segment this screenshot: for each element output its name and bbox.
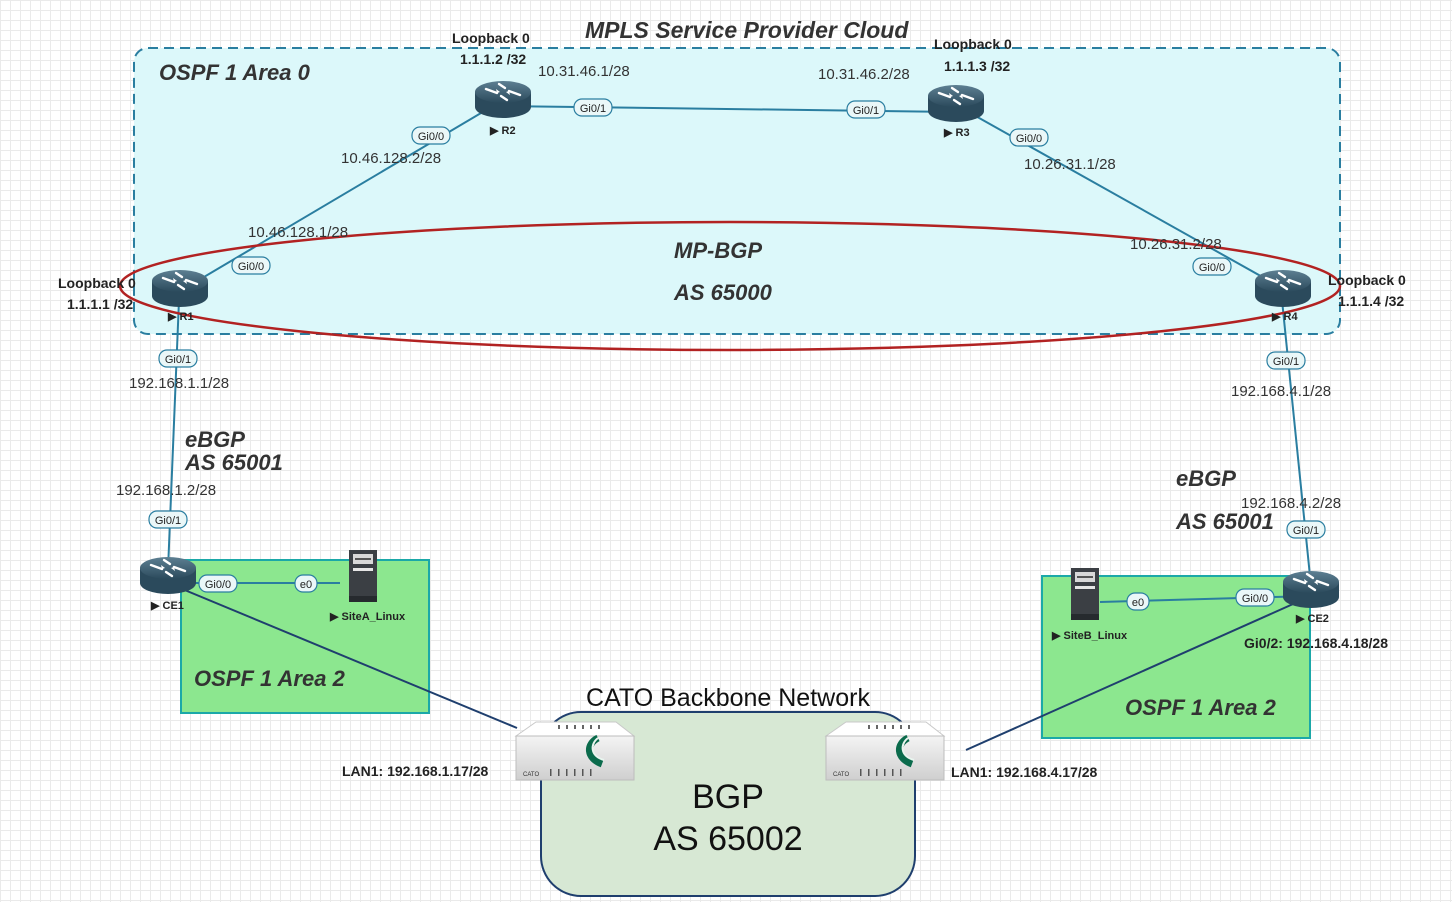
ebgp-left-label: eBGP [185,427,245,452]
ebgp-left-as: AS 65001 [184,450,283,475]
ip-r3-gi01: 10.31.46.2/28 [818,66,910,83]
port-r2-gi00: Gi0/0 [418,131,444,143]
link-ce1-cato [174,585,518,729]
site-b-area-label: OSPF 1 Area 2 [1125,695,1277,720]
cato-bgp-label: BGP [692,778,764,816]
port-ce1-gi01: Gi0/1 [155,515,181,527]
link-r1-ce1 [167,299,180,571]
mpls-cloud-title: MPLS Service Provider Cloud [585,17,909,43]
mpbgp-label: MP-BGP [674,238,762,263]
ip-ce1-gi01: 192.168.1.2/28 [116,482,216,499]
cato-as-label: AS 65002 [653,820,802,858]
ip-r4-gi00: 10.26.31.2/28 [1130,236,1222,253]
port-ce1-gi00: Gi0/0 [205,579,231,591]
router-r1[interactable] [150,268,210,309]
link-ce2-cato [965,595,1312,751]
area0-label: OSPF 1 Area 0 [159,60,311,85]
router-r3[interactable] [926,83,986,124]
sitea-linux-name: ▶ SiteA_Linux [329,611,406,623]
port-r2-gi01: Gi0/1 [580,103,606,115]
port-r4-gi00: Gi0/0 [1199,262,1225,274]
ip-r1-gi00: 10.46.128.1/28 [248,224,348,241]
ebgp-right-label: eBGP [1176,466,1236,491]
r4-name: ▶ R4 [1271,311,1298,323]
ip-r3-gi00: 10.26.31.1/28 [1024,156,1116,173]
cato-brand-b: CATO [833,772,849,778]
port-r4-gi01: Gi0/1 [1273,356,1299,368]
ip-r2-gi01: 10.31.46.1/28 [538,63,630,80]
ip-cato-lan-a: LAN1: 192.168.1.17/28 [342,763,489,779]
ebgp-right-as: AS 65001 [1175,509,1274,534]
port-badges [148,98,1326,611]
cato-brand-a: CATO [523,772,539,778]
mpls-cloud-region [133,47,1341,335]
server-siteb-linux[interactable] [1071,568,1099,620]
r2-loopback-ip: 1.1.1.2 /32 [460,51,526,67]
port-ce2-gi00: Gi0/0 [1242,593,1268,605]
ip-ce2-gi02: Gi0/2: 192.168.4.18/28 [1244,635,1388,651]
r1-loopback-ip: 1.1.1.1 /32 [67,296,133,312]
r2-loopback: Loopback 0 [452,30,530,46]
r2-name: ▶ R2 [489,125,516,137]
cato-backbone-title: CATO Backbone Network [586,684,870,712]
port-r1-gi01: Gi0/1 [165,354,191,366]
router-ce1[interactable] [138,555,198,596]
r3-loopback-ip: 1.1.1.3 /32 [944,58,1010,74]
r3-loopback: Loopback 0 [934,36,1012,52]
siteb-linux-name: ▶ SiteB_Linux [1051,630,1128,642]
site-a-area-label: OSPF 1 Area 2 [194,666,346,691]
ce1-name: ▶ CE1 [150,600,184,612]
r4-loopback: Loopback 0 [1328,272,1406,288]
server-sitea-linux[interactable] [349,550,377,602]
ip-cato-lan-b: LAN1: 192.168.4.17/28 [951,764,1098,780]
ip-r1-gi01: 192.168.1.1/28 [129,375,229,392]
port-siteb-e0: e0 [1132,597,1144,609]
router-ce2[interactable] [1281,569,1341,610]
ip-ce2-gi01: 192.168.4.2/28 [1241,495,1341,512]
r3-name: ▶ R3 [943,127,970,139]
port-ce2-gi01: Gi0/1 [1293,525,1319,537]
r4-loopback-ip: 1.1.1.4 /32 [1338,293,1404,309]
port-sitea-e0: e0 [300,579,312,591]
ip-r4-gi01: 192.168.4.1/28 [1231,383,1331,400]
router-r4[interactable] [1253,268,1313,309]
link-r4-ce2 [1281,299,1312,587]
port-r3-gi00: Gi0/0 [1016,133,1042,145]
r1-loopback: Loopback 0 [58,275,136,291]
mpbgp-ellipse [118,220,1342,352]
port-r1-gi00: Gi0/0 [238,261,264,273]
mpbgp-as: AS 65000 [673,280,773,305]
port-r3-gi01: Gi0/1 [853,105,879,117]
ip-r2-gi00: 10.46.128.2/28 [341,150,441,167]
r1-name: ▶ R1 [167,311,194,323]
router-r2[interactable] [473,79,533,120]
ce2-name: ▶ CE2 [1295,613,1329,625]
